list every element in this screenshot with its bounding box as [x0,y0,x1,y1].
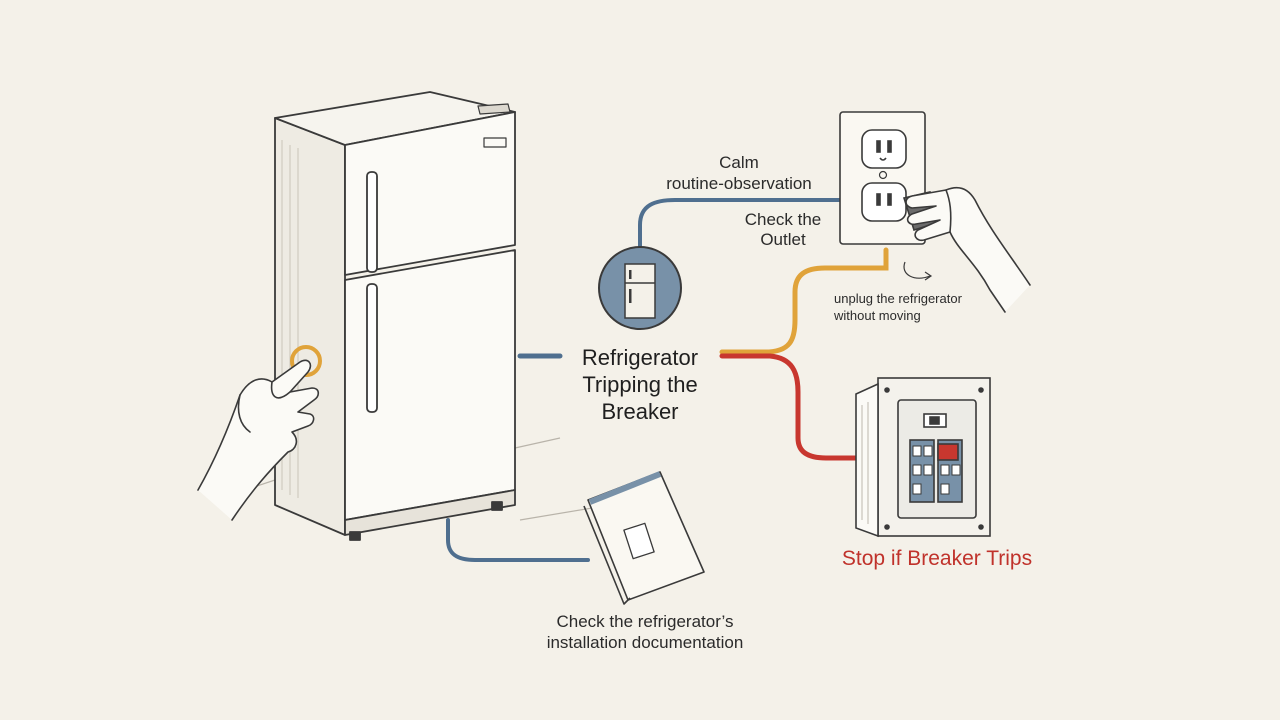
unplug-label-line2: without moving [834,308,921,323]
unplug-label: unplug the refrigerator without moving [834,290,962,324]
calm-observation-label: Calm routine-observation [645,152,833,194]
connector-calm [638,198,842,252]
center-title-line3: Breaker [601,399,679,424]
unplug-label-line1: unplug the refrigerator [834,291,962,306]
connector-docs [446,518,590,562]
fridge-badge-icon [598,246,682,330]
connector-lines [446,198,889,562]
docs-label-line2: installation documentation [546,633,744,652]
manual-booklet-illustration [583,471,705,605]
calm-label-line1: Calm [719,153,759,172]
wall-outlet-illustration [839,111,942,245]
installation-docs-label: Check the refrigerator’s installation do… [500,611,790,653]
unplug-arrow [903,261,931,279]
outlet-label-line1: Check the [744,210,822,229]
hand-right-illustration [905,186,1031,313]
hand-left-illustration [197,359,320,521]
refrigerator-illustration [274,91,516,541]
center-title: Refrigerator Tripping the Breaker [540,344,740,425]
docs-label-line1: Check the refrigerator’s [556,612,734,631]
outlet-label-line2: Outlet [760,230,806,249]
connector-breaker [719,353,859,461]
check-outlet-label: Check the Outlet [728,210,838,250]
center-title-line1: Refrigerator [581,345,699,370]
calm-label-line2: routine-observation [666,174,812,193]
center-title-line2: Tripping the [582,372,698,397]
stop-breaker-label: Stop if Breaker Trips [841,547,1033,570]
breaker-panel-illustration [855,377,991,538]
connector-outlet [719,247,889,355]
